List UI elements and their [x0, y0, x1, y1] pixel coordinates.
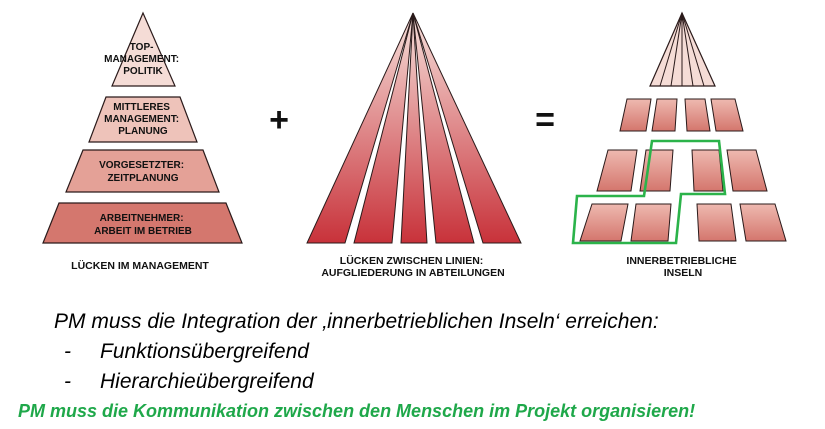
middle-caption: LÜCKEN ZWISCHEN LINIEN: AUFGLIEDERUNG IN… [321, 254, 504, 279]
level-middle-line-1: MITTLERES [113, 102, 170, 113]
level-middle-line-3: PLANUNG [118, 126, 168, 137]
wedge-1 [306, 12, 414, 244]
level-middle-label: MITTLERES MANAGEMENT: PLANUNG [104, 102, 182, 137]
level-employee [42, 202, 243, 244]
level-supervisor-label: VORGESETZTER: ZEITPLANUNG [99, 160, 187, 184]
left-caption: LÜCKEN IM MANAGEMENT [71, 259, 209, 272]
wedge-2 [353, 12, 414, 244]
bullet-dash: - [64, 340, 71, 363]
plus-sign: + [269, 101, 289, 139]
right-caption: INNERBETRIEBLICHE INSELN [626, 255, 739, 279]
management-levels-pyramid: TOP- MANAGEMENT: POLITIK MITTLERES MANAG… [42, 11, 243, 272]
level-employee-label: ARBEITNEHMER: ARBEIT IM BETRIEB [94, 213, 192, 237]
island-r2-2 [651, 98, 678, 132]
level-top-line-3: POLITIK [123, 66, 163, 77]
internal-islands-pyramid: INNERBETRIEBLICHE INSELN [571, 11, 787, 279]
island-r4-1 [579, 203, 629, 242]
level-employee-line-1: ARBEITNEHMER: [100, 213, 184, 224]
island-r2-3 [684, 98, 711, 132]
equals-sign: = [535, 101, 555, 139]
middle-caption-line-2: AUFGLIEDERUNG IN ABTEILUNGEN [321, 267, 504, 279]
level-top-management [111, 11, 176, 87]
middle-caption-line-1: LÜCKEN ZWISCHEN LINIEN: [340, 254, 484, 267]
island-r3-4 [726, 149, 768, 192]
level-middle-management [88, 96, 198, 143]
integration-highlight-outline [571, 139, 727, 245]
island-r3-1 [596, 149, 638, 192]
department-lines-pyramid: LÜCKEN ZWISCHEN LINIEN: AUFGLIEDERUNG IN… [306, 12, 522, 279]
level-top-label: TOP- MANAGEMENT: POLITIK [104, 42, 182, 77]
bullet-item: - Hierarchieübergreifend [64, 370, 314, 394]
headline-text: PM muss die Integration der ‚innerbetrie… [54, 310, 659, 333]
island-r4-3 [696, 203, 737, 242]
island-r4-2 [630, 203, 672, 242]
bullet-text: Funktionsübergreifend [100, 340, 309, 363]
wedge-4 [412, 12, 475, 244]
island-r2-1 [619, 98, 652, 132]
level-top-line-2: MANAGEMENT: [104, 54, 179, 65]
bullet-dash: - [64, 370, 71, 393]
island-r2-4 [710, 98, 744, 132]
level-supervisor [65, 149, 220, 193]
footer-statement: PM muss die Kommunikation zwischen den M… [18, 401, 696, 421]
level-top-line-1: TOP- [130, 42, 154, 53]
island-r3-3 [691, 149, 724, 192]
island-r4-4 [739, 203, 787, 242]
level-supervisor-line-1: VORGESETZTER: [99, 160, 184, 171]
integration-diagram: TOP- MANAGEMENT: POLITIK MITTLERES MANAG… [42, 11, 787, 279]
right-caption-line-1: INNERBETRIEBLICHE [626, 255, 736, 267]
level-middle-line-2: MANAGEMENT: [104, 114, 179, 125]
level-employee-line-2: ARBEIT IM BETRIEB [94, 226, 192, 237]
wedge-5 [412, 12, 522, 244]
bullet-text: Hierarchieübergreifend [100, 370, 314, 393]
right-caption-line-2: INSELN [664, 267, 703, 279]
level-supervisor-line-2: ZEITPLANUNG [107, 173, 178, 184]
wedge-3 [400, 12, 428, 244]
bullet-item: - Funktionsübergreifend [64, 340, 309, 364]
